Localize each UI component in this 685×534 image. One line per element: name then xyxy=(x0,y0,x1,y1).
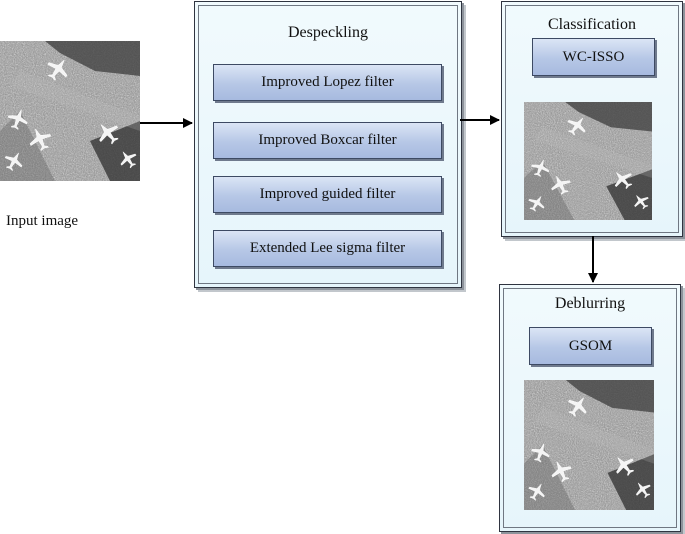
input-image-caption: Input image xyxy=(6,213,79,229)
deblurring-panel: Deblurring GSOM xyxy=(499,284,681,532)
classification-title: Classification xyxy=(548,16,636,33)
despeckling-title: Despeckling xyxy=(288,24,368,41)
deblurring-title: Deblurring xyxy=(554,295,626,312)
